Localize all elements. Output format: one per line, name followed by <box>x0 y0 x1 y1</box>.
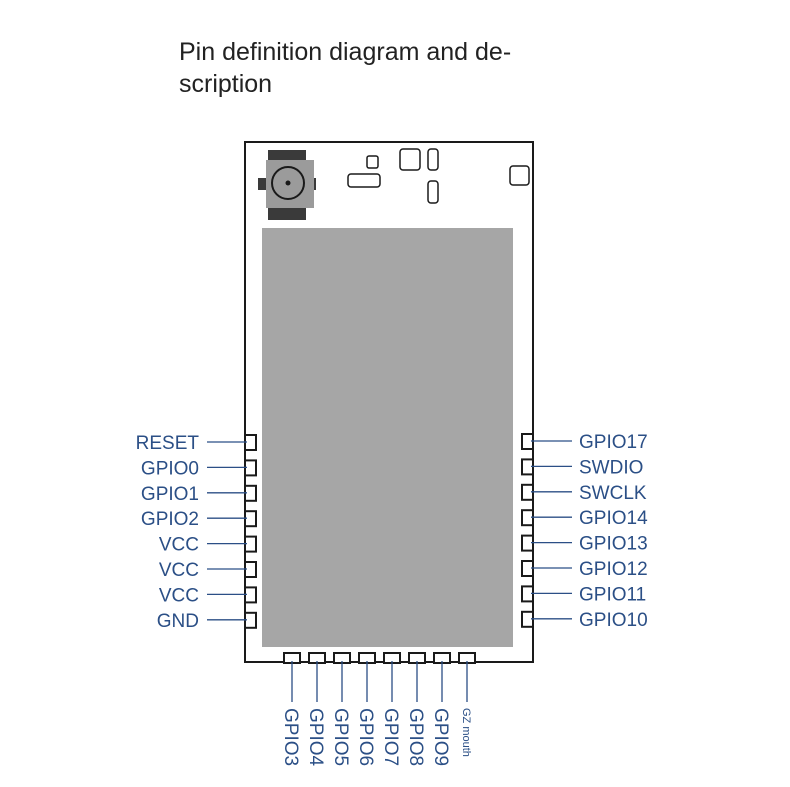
right-pin-3: SWCLK <box>521 483 647 504</box>
bottom-pin-1: GPIO3 <box>280 652 301 766</box>
left-pin-4: GPIO2 <box>141 509 257 530</box>
pin-label-vcc: VCC <box>159 535 199 556</box>
smd-components <box>347 148 530 204</box>
pin-label-gpio0: GPIO0 <box>141 458 199 479</box>
rf-shield-can <box>262 228 513 647</box>
diagram-title: Pin definition diagram and de- scription <box>179 36 579 100</box>
left-pin-3: GPIO1 <box>141 484 257 505</box>
bottom-pin-2: GPIO4 <box>305 652 326 767</box>
pin-label-gpio5: GPIO5 <box>330 708 351 766</box>
pin-label-gz-mouth: GZ mouth <box>460 708 472 757</box>
pin-label-gpio14: GPIO14 <box>579 508 648 529</box>
pin-label-gpio1: GPIO1 <box>141 484 199 505</box>
bottom-pin-7: GPIO9 <box>430 652 451 766</box>
pin-label-gpio12: GPIO12 <box>579 559 648 580</box>
right-pin-1: GPIO17 <box>521 432 648 453</box>
pin-label-gpio7: GPIO7 <box>380 708 401 766</box>
right-pin-6: GPIO12 <box>521 559 648 580</box>
right-pin-7: GPIO11 <box>521 584 646 605</box>
pin-label-swclk: SWCLK <box>579 483 647 504</box>
left-pin-8: GND <box>157 611 257 632</box>
pin-label-gnd: GND <box>157 611 199 632</box>
left-pin-2: GPIO0 <box>141 458 257 479</box>
bottom-pin-8: GZ mouth <box>458 652 476 757</box>
title-line-2: scription <box>179 70 273 98</box>
pin-label-gpio11: GPIO11 <box>579 584 646 605</box>
pin-label-reset: RESET <box>136 433 200 454</box>
right-pin-5: GPIO13 <box>521 534 648 555</box>
pin-label-gpio9: GPIO9 <box>430 708 451 766</box>
right-pin-2: SWDIO <box>521 457 643 478</box>
pin-label-gpio2: GPIO2 <box>141 509 199 530</box>
bottom-pin-3: GPIO5 <box>330 652 351 766</box>
pin-label-gpio3: GPIO3 <box>280 708 301 766</box>
title-line-1: Pin definition diagram and de- <box>179 38 512 66</box>
pin-label-gpio4: GPIO4 <box>305 708 326 767</box>
left-pin-5: VCC <box>159 535 257 556</box>
bottom-pin-5: GPIO7 <box>380 652 401 766</box>
pin-label-gpio8: GPIO8 <box>405 708 426 766</box>
pin-label-swdio: SWDIO <box>579 457 643 478</box>
antenna-connector-icon <box>258 150 316 220</box>
bottom-pin-6: GPIO8 <box>405 652 426 766</box>
pin-label-gpio13: GPIO13 <box>579 534 648 555</box>
bottom-pin-4: GPIO6 <box>355 652 376 766</box>
right-pin-8: GPIO10 <box>521 610 648 631</box>
left-pin-6: VCC <box>159 560 257 581</box>
pin-label-gpio17: GPIO17 <box>579 432 648 453</box>
left-pin-7: VCC <box>159 585 257 606</box>
pin-label-gpio10: GPIO10 <box>579 610 648 631</box>
right-pin-4: GPIO14 <box>521 508 648 529</box>
pin-label-vcc: VCC <box>159 585 199 606</box>
pin-label-vcc: VCC <box>159 560 199 581</box>
pin-label-gpio6: GPIO6 <box>355 708 376 766</box>
left-pin-1: RESET <box>136 433 257 454</box>
